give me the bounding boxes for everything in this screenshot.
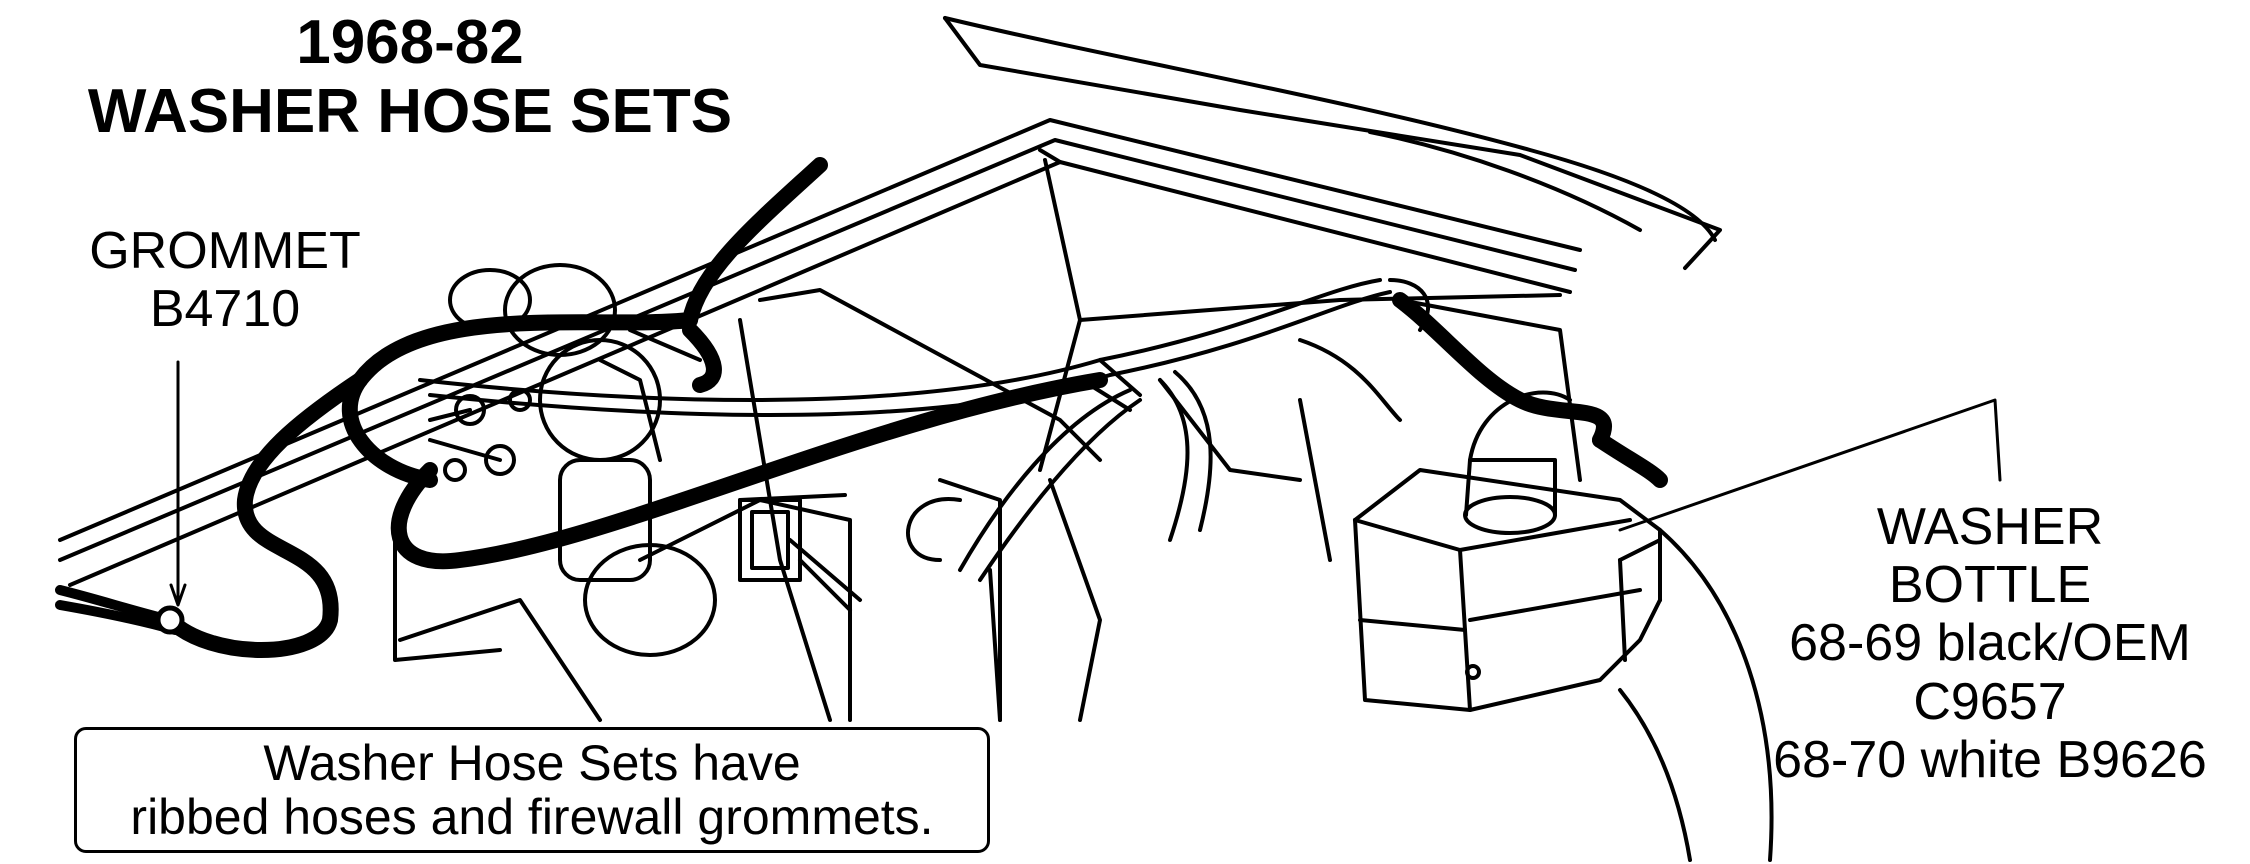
diagram-title: 1968-82 WASHER HOSE SETS <box>60 8 760 147</box>
bottle-label: WASHER BOTTLE 68-69 black/OEM C9657 68-7… <box>1740 498 2240 789</box>
callout-leaders <box>169 360 2002 607</box>
bottle-label-line3: 68-69 black/OEM <box>1789 614 2191 673</box>
bottle-label-line5: 68-70 white B9626 <box>1773 730 2207 789</box>
title-years: 1968-82 <box>296 8 524 77</box>
bottle-label-line4: C9657 <box>1913 672 2067 731</box>
grommet-ring <box>155 605 185 635</box>
grommet-label-name: GROMMET <box>89 222 361 280</box>
grommet-label: GROMMET B4710 <box>60 222 390 338</box>
switch-block <box>738 498 862 612</box>
firewall-compartment <box>393 158 1582 722</box>
grommet-label-part: B4710 <box>149 280 301 339</box>
grommet-leader-arrow <box>169 583 187 607</box>
note-line2: ribbed hoses and firewall grommets. <box>130 789 934 845</box>
note-line1: Washer Hose Sets have <box>263 735 801 791</box>
washer-pump <box>428 263 717 657</box>
washer-hose-set <box>162 157 1668 658</box>
fender-curve <box>1618 528 1774 862</box>
title-text: WASHER HOSE SETS <box>87 77 733 147</box>
firewall-ledge <box>58 118 1582 587</box>
bottle-leader <box>1618 398 2002 532</box>
hood-panel <box>943 16 1722 270</box>
bottle-label-line1: WASHER <box>1876 498 2104 556</box>
bottle-label-line2: BOTTLE <box>1888 556 2092 615</box>
note-box: Washer Hose Sets have ribbed hoses and f… <box>74 727 990 853</box>
